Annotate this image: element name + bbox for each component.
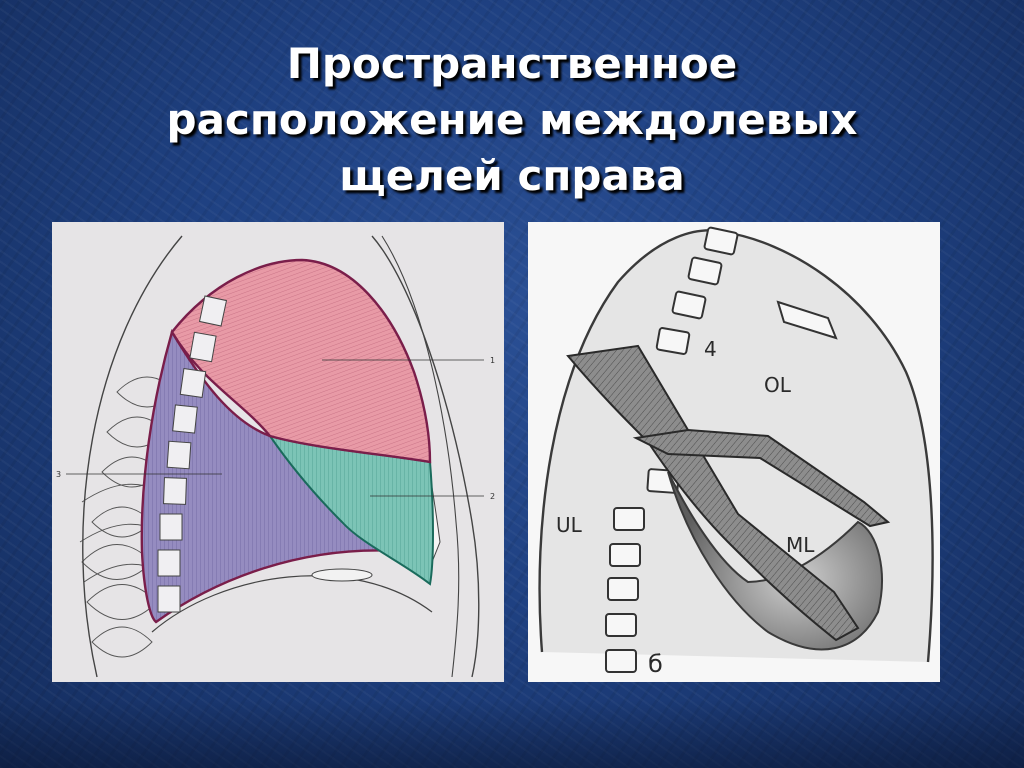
callout-1: 1 (490, 356, 495, 365)
title-line-1: Пространственное (286, 39, 738, 88)
label-middle-lobe: ML (786, 533, 815, 557)
slide-bottom-band (0, 700, 1024, 768)
lower-lobe (140, 329, 416, 624)
lung-lobes-colored-illustration: 1 2 3 (52, 222, 504, 682)
callout-2: 2 (490, 492, 495, 501)
label-lower-lobe: UL (556, 513, 583, 537)
rib-number-4: 4 (704, 337, 717, 361)
slide-title: Пространственное расположение междолевых… (60, 36, 964, 204)
fissures-schematic: OL ML UL 4 б (528, 222, 940, 682)
callout-3: 3 (56, 470, 61, 479)
outer-chest-wall-right (371, 235, 480, 678)
inner-chest-wall-right (381, 235, 460, 678)
diaphragm-outline (151, 575, 433, 633)
rib-number-6: б (648, 650, 663, 678)
horizontal-fissure (632, 428, 891, 528)
vertebral-column (157, 295, 228, 613)
diaphragm-ellipse (311, 568, 373, 582)
label-upper-lobe: OL (764, 373, 792, 397)
upper-lobe (170, 258, 432, 464)
title-line-2: расположение междолевых (166, 95, 858, 144)
title-line-3: щелей справа (339, 151, 685, 200)
outer-chest-wall (82, 235, 183, 678)
clavicle (776, 300, 838, 340)
vertebrae (605, 226, 739, 673)
callout-leaders (66, 359, 484, 497)
oblique-fissure (566, 344, 860, 642)
